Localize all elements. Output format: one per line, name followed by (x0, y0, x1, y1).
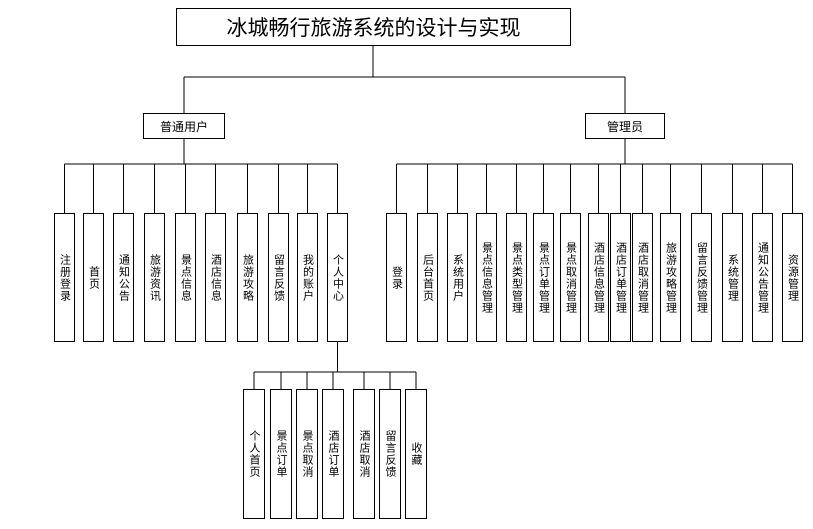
center-module-5: 留言反馈 (379, 389, 401, 519)
admin-module-4: 景点类型管理 (506, 213, 527, 342)
admin-module-10: 旅游攻略管理 (660, 213, 681, 342)
admin-module-8: 酒店订单管理 (610, 213, 631, 342)
admin-module-6: 景点取消管理 (560, 213, 581, 342)
admin-module-7: 酒店信息管理 (588, 213, 609, 342)
center-module-2: 景点取消 (296, 389, 318, 519)
admin-module-3: 景点信息管理 (476, 213, 497, 342)
user-module-7: 留言反馈 (268, 213, 289, 342)
root-title: 冰城畅行旅游系统的设计与实现 (226, 16, 521, 40)
user-module-2: 通知公告 (113, 213, 134, 342)
center-module-3: 酒店订单 (322, 389, 344, 519)
root-node: 冰城畅行旅游系统的设计与实现 (176, 8, 571, 46)
center-module-0: 个人首页 (243, 389, 265, 519)
center-module-6: 收藏 (405, 389, 427, 519)
admin-module-2: 系统用户 (447, 213, 468, 342)
admin-module-12: 系统管理 (722, 213, 743, 342)
admin-module-0: 登录 (386, 213, 407, 342)
admin-role-label: 管理员 (606, 119, 643, 134)
user-role-label: 普通用户 (159, 119, 208, 134)
user-module-9: 个人中心 (327, 213, 348, 342)
user-module-6: 旅游攻略 (237, 213, 258, 342)
user-role-node: 普通用户 (143, 113, 225, 139)
user-module-5: 酒店信息 (205, 213, 226, 342)
admin-module-1: 后台首页 (417, 213, 438, 342)
user-module-1: 首页 (83, 213, 104, 342)
admin-role-node: 管理员 (585, 113, 665, 139)
admin-module-9: 酒店取消管理 (632, 213, 653, 342)
user-module-3: 旅游资讯 (144, 213, 165, 342)
center-module-4: 酒店取消 (353, 389, 375, 519)
center-module-1: 景点订单 (270, 389, 292, 519)
user-module-8: 我的账户 (297, 213, 318, 342)
admin-module-14: 资源管理 (782, 213, 803, 342)
user-module-4: 景点信息 (175, 213, 196, 342)
admin-module-13: 通知公告管理 (752, 213, 773, 342)
admin-module-5: 景点订单管理 (533, 213, 554, 342)
admin-module-11: 留言反馈管理 (691, 213, 712, 342)
user-module-0: 注册登录 (54, 213, 75, 342)
